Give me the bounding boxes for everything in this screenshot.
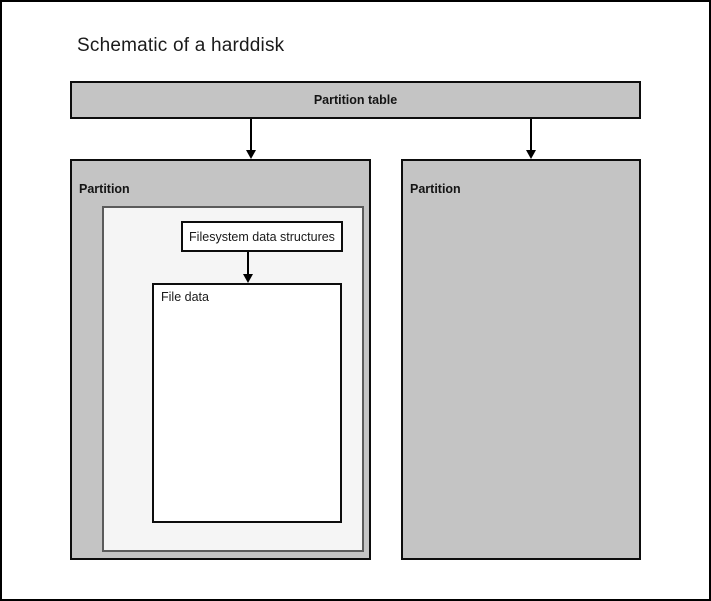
diagram-title: Schematic of a harddisk [77, 35, 285, 56]
arrow-table-to-right-partition [525, 119, 537, 159]
filesystem-area-box: Filesystem data structures File data [102, 206, 364, 552]
arrowhead-down-icon [526, 150, 536, 159]
arrow-line [250, 119, 252, 150]
arrow-filesystem-to-filedata [242, 252, 254, 283]
filesystem-data-structures-label: Filesystem data structures [189, 229, 335, 244]
partition-table-box: Partition table [70, 81, 641, 119]
right-partition-label: Partition [410, 182, 461, 196]
file-data-box: File data [152, 283, 342, 523]
arrow-line [247, 252, 249, 274]
right-partition-box: Partition [401, 159, 641, 560]
left-partition-box: Partition Filesystem data structures Fil… [70, 159, 371, 560]
left-partition-label: Partition [79, 182, 130, 196]
arrow-table-to-left-partition [245, 119, 257, 159]
partition-table-label: Partition table [313, 93, 398, 107]
filesystem-data-structures-box: Filesystem data structures [181, 221, 343, 252]
file-data-label: File data [161, 290, 209, 304]
arrowhead-down-icon [243, 274, 253, 283]
arrowhead-down-icon [246, 150, 256, 159]
arrow-line [530, 119, 532, 150]
